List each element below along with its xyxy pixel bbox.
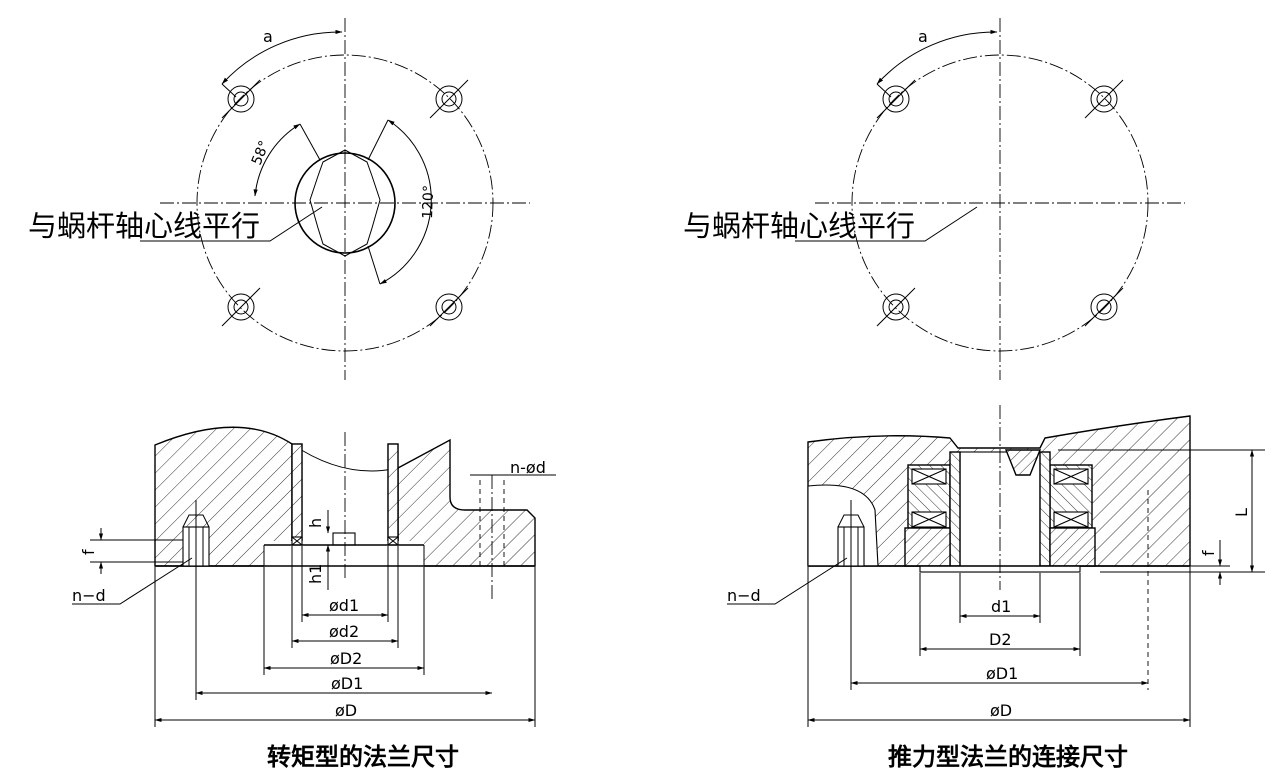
key-depth-h1-label: h1 bbox=[306, 564, 325, 584]
angle-a-label: a bbox=[918, 27, 928, 46]
dim-D1-label: øD1 bbox=[986, 664, 1018, 683]
bolt-hole-top-left bbox=[876, 79, 916, 119]
angle-a-arc bbox=[876, 29, 998, 85]
drive-key bbox=[332, 532, 356, 546]
dim-D2-label: øD2 bbox=[330, 649, 362, 668]
key-height-h-label: h bbox=[306, 518, 325, 528]
tapped-holes-label: n−d bbox=[72, 586, 106, 605]
stem-nut bbox=[1004, 449, 1042, 476]
angle-58-arc bbox=[253, 123, 301, 197]
tapped-holes-leader bbox=[727, 557, 848, 605]
torque-flange-section-view: n-ød f h h1 n−d ød1 ød2 øD2 øD1 øD bbox=[72, 426, 556, 727]
note-leader-line bbox=[795, 206, 978, 242]
parallel-to-worm-axis-note: 与蜗杆轴心线平行 bbox=[28, 209, 260, 243]
bolt-hole-top-right bbox=[429, 79, 469, 119]
bolt-hole-top-left bbox=[221, 79, 261, 119]
tapped-hole-left bbox=[837, 500, 865, 570]
dim-D-label: øD bbox=[990, 701, 1012, 720]
tapped-hole-left bbox=[182, 500, 210, 570]
parallel-to-worm-axis-note: 与蜗杆轴心线平行 bbox=[683, 209, 915, 243]
bolt-hole-diameter-label: n-ød bbox=[510, 458, 546, 477]
bolt-hole-bottom-right bbox=[429, 287, 469, 327]
dim-D-label: øD bbox=[335, 701, 357, 720]
angle-a-arc bbox=[221, 29, 343, 85]
tapped-holes-leader bbox=[72, 557, 193, 605]
diameter-dimensions: d1 D2 øD1 øD bbox=[807, 567, 1191, 727]
bolt-hole-bottom-left bbox=[876, 287, 916, 327]
thrust-flange-title: 推力型法兰的连接尺寸 bbox=[888, 742, 1128, 771]
diameter-dimensions: ød1 ød2 øD2 øD1 øD bbox=[154, 546, 536, 727]
bolt-hole-bottom-right bbox=[1084, 287, 1124, 327]
angle-58-label: 58° bbox=[249, 138, 273, 167]
bolt-hole-bottom-left bbox=[221, 287, 261, 327]
spigot-height-f-label: f bbox=[79, 549, 98, 555]
stroke-L-label: L bbox=[1232, 508, 1251, 517]
section-body-right bbox=[397, 438, 536, 567]
torque-flange-title: 转矩型的法兰尺寸 bbox=[267, 742, 459, 771]
spigot-f-label: f bbox=[1199, 550, 1218, 556]
thrust-flange-section-view: L f n−d d1 D2 øD1 øD bbox=[727, 405, 1265, 727]
angle-120-label: 120° bbox=[420, 185, 437, 219]
bearing-right bbox=[1049, 464, 1093, 529]
tapped-holes-label: n−d bbox=[727, 586, 761, 605]
bearing-left bbox=[907, 464, 951, 529]
dim-D2-label: D2 bbox=[989, 630, 1012, 649]
dim-d1-label: ød1 bbox=[329, 596, 359, 615]
note-leader-line bbox=[140, 206, 323, 242]
dim-D1-label: øD1 bbox=[331, 674, 363, 693]
thrust-flange-top-view: a 与蜗杆轴心线平行 bbox=[683, 18, 1185, 380]
dim-d2-label: ød2 bbox=[329, 622, 359, 641]
angle-a-label: a bbox=[263, 27, 273, 46]
bolt-hole-top-right bbox=[1084, 79, 1124, 119]
dim-d1-label: d1 bbox=[991, 597, 1011, 616]
torque-flange-top-view: a 58° 120° 与蜗杆轴心线平行 bbox=[28, 18, 530, 380]
angle-120-arc bbox=[379, 119, 432, 285]
